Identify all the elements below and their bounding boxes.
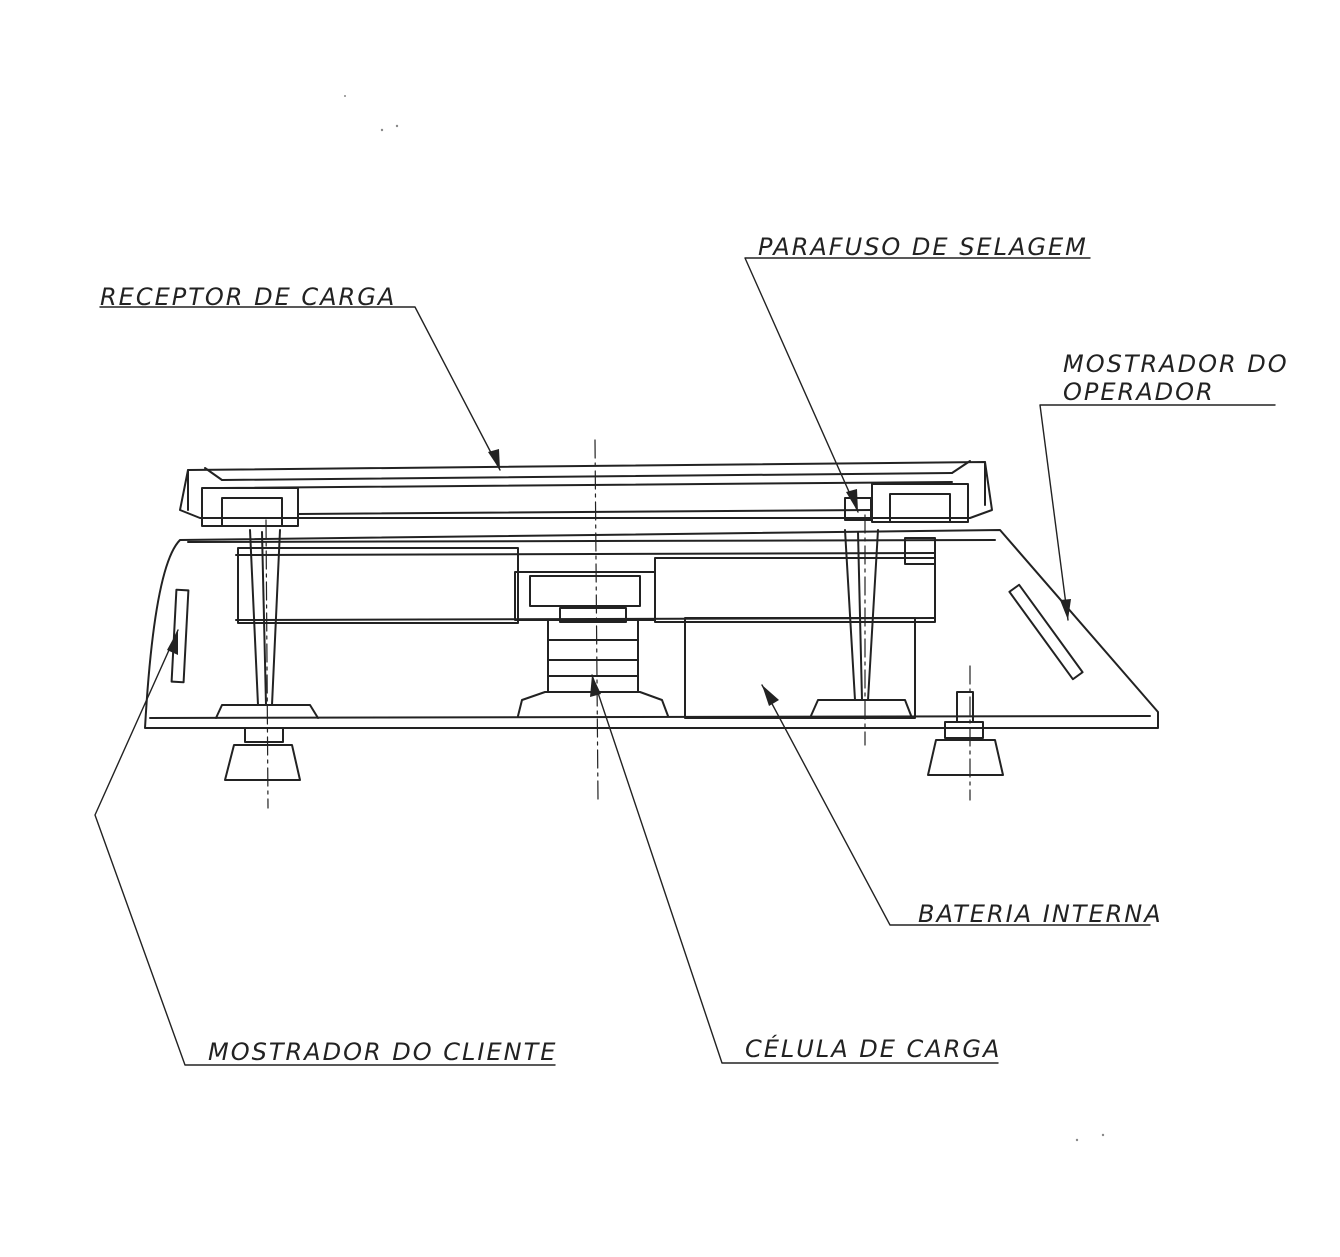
label-parafuso-de-selagem: PARAFUSO DE SELAGEM <box>758 233 1088 261</box>
label-operador-line2: OPERADOR <box>1063 378 1215 406</box>
center-lines <box>265 439 971 809</box>
label-receptor-de-carga: RECEPTOR DE CARGA <box>100 283 397 311</box>
platform-supports <box>201 483 969 527</box>
scale-housing <box>144 529 1159 729</box>
label-bateria-interna: BATERIA INTERNA <box>918 900 1163 928</box>
label-mostrador-do-cliente: MOSTRADOR DO CLIENTE <box>208 1038 558 1066</box>
scan-speckles <box>344 95 1105 1142</box>
load-cell <box>517 607 669 717</box>
internal-structures <box>237 537 936 719</box>
label-celula-de-carga: CÉLULA DE CARGA <box>745 1035 1002 1063</box>
displays <box>170 583 1084 684</box>
load-receptor-platform <box>179 460 993 519</box>
leader-lines <box>94 257 1276 1066</box>
sealing-columns <box>215 529 913 719</box>
arrow-heads <box>167 449 1071 706</box>
label-operador-line1: MOSTRADOR DO <box>1063 350 1289 378</box>
label-mostrador-do-operador: MOSTRADOR DO OPERADOR <box>1063 350 1289 406</box>
scale-feet <box>224 691 1004 781</box>
